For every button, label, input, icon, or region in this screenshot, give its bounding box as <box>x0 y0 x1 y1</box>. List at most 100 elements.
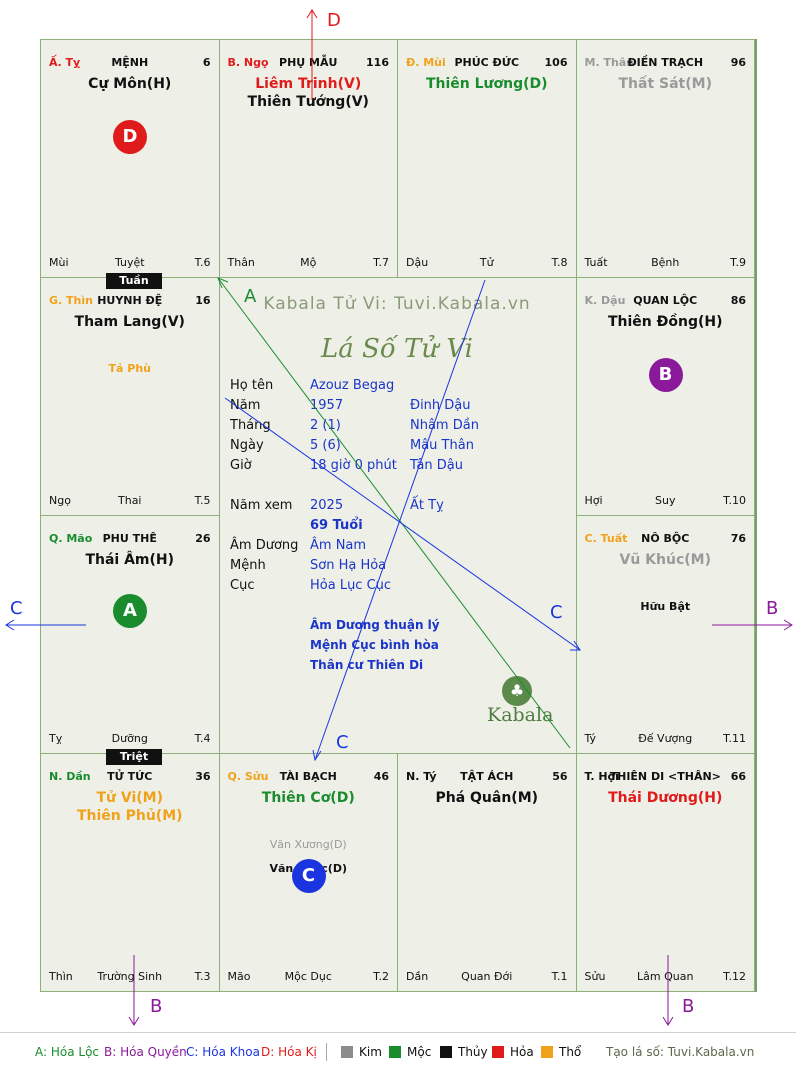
palace-cycle: T.11 <box>723 732 746 745</box>
palace-cycle: T.5 <box>194 494 211 507</box>
info-value-2: Mậu Thân <box>410 438 474 453</box>
legend-hoa-ki: D: Hóa Kị <box>261 1045 317 1059</box>
info-value: 18 giờ 0 phút <box>310 458 397 473</box>
palace-branch: Dậu <box>406 256 429 269</box>
info-key: Ngày <box>230 438 264 453</box>
palace-cycle: T.2 <box>373 970 389 983</box>
palace-stage: Dưỡng <box>111 732 148 745</box>
palace-branch: Tuất <box>584 256 608 269</box>
chart-logo: Lá Số Tử Vi <box>320 334 473 364</box>
kim-swatch <box>341 1046 353 1058</box>
palace-branch: Tỵ <box>49 732 63 745</box>
palace-number: 86 <box>730 294 746 307</box>
palace-can: Ấ. Tỵ <box>49 56 81 69</box>
legend-kim: Kim <box>359 1045 382 1059</box>
palace-cycle: T.4 <box>194 732 211 745</box>
major-star: Thái Âm(H) <box>85 552 175 568</box>
palace-can: N. Dần <box>49 770 91 783</box>
info-key: Tháng <box>230 418 271 433</box>
palace-can: T. Hợi <box>584 770 619 783</box>
palace-number: 56 <box>552 770 568 783</box>
palace-stage: Tử <box>479 256 494 269</box>
palace-can: Q. Mão <box>49 532 93 545</box>
palace-stage: Đế Vượng <box>638 732 693 745</box>
major-star: Vũ Khúc(M) <box>619 552 712 568</box>
info-key: Mệnh <box>230 558 266 573</box>
arrowhead-c-right <box>570 640 581 651</box>
arrowhead-a <box>217 277 229 289</box>
minor-star: Hữu Bật <box>640 600 691 613</box>
info-value-2: Ất Tỵ <box>410 498 444 513</box>
palace-branch: Mão <box>227 970 251 983</box>
summary-note: Thân cư Thiên Di <box>310 658 424 672</box>
top-arrow-label: D <box>327 10 341 31</box>
summary-note: Mệnh Cục bình hòa <box>310 638 439 652</box>
info-value-2: Tân Dậu <box>410 458 463 473</box>
palace-cycle: T.6 <box>194 256 211 269</box>
legend-moc: Mộc <box>407 1045 432 1059</box>
info-value: Azouz Begag <box>310 378 395 393</box>
palace-number: 46 <box>373 770 389 783</box>
palace-cycle: T.8 <box>551 256 568 269</box>
palace-name: HUYNH ĐỆ <box>97 294 163 307</box>
palace-name: TẬT ÁCH <box>460 770 514 783</box>
palace-name: TÀI BẠCH <box>279 770 337 783</box>
palace-can: C. Tuất <box>584 532 628 545</box>
palace-can: N. Tý <box>406 770 437 783</box>
palace-branch: Mùi <box>49 256 69 269</box>
triet-tag: Triệt <box>106 749 162 765</box>
line-c-right <box>224 397 581 651</box>
info-key: Họ tên <box>230 378 274 393</box>
info-value: 5 (6) <box>310 438 341 453</box>
info-key: Năm xem <box>230 498 293 513</box>
palace-stage: Bệnh <box>651 256 680 269</box>
marker-c: C <box>291 859 326 893</box>
palace-can: M. Thân <box>584 56 635 69</box>
line-c-right-label: C <box>550 602 563 623</box>
palace-number: 76 <box>730 532 746 545</box>
info-value: Sơn Hạ Hỏa <box>310 558 387 573</box>
info-value: 2 (1) <box>310 418 341 433</box>
legend-hoa: Hỏa <box>510 1045 534 1059</box>
palace-can: G. Thìn <box>49 294 93 307</box>
marker-a: A <box>113 594 147 628</box>
palace-number: 36 <box>195 770 211 783</box>
info-value: Hỏa Lục Cục <box>310 578 392 593</box>
palace-branch: Dần <box>406 970 429 983</box>
palace-name: THIÊN DI <THÂN> <box>609 770 721 783</box>
palace-number: 66 <box>730 770 746 783</box>
palace-can: Đ. Mùi <box>406 56 446 69</box>
palace-stage: Tuyệt <box>114 256 145 269</box>
legend-hoa-khoa: C: Hóa Khoa <box>186 1045 260 1059</box>
legend-hoa-quyen: B: Hóa Quyền <box>104 1045 187 1059</box>
palace-number: 26 <box>195 532 211 545</box>
palace-branch: Sửu <box>584 970 606 983</box>
right-arrow-label: B <box>766 598 779 619</box>
tree-icon: ♣ <box>502 676 532 706</box>
legend-thuy: Thủy <box>458 1045 488 1059</box>
site-link[interactable]: Tạo lá số: Tuvi.Kabala.vn <box>606 1045 755 1059</box>
major-star: Thiên Lương(D) <box>425 76 548 92</box>
info-key: Giờ <box>230 458 252 473</box>
major-star: Thiên Đồng(H) <box>607 314 723 330</box>
major-star: Thiên Phủ(M) <box>76 808 183 824</box>
palace-number: 106 <box>544 56 568 69</box>
info-value: 69 Tuổi <box>310 518 363 533</box>
minor-star: Văn Xương(D) <box>269 838 347 851</box>
palace-stage: Suy <box>655 494 676 507</box>
watermark-text: Kabala Tử Vi: Tuvi.Kabala.vn <box>263 294 531 314</box>
marker-d: D <box>113 120 147 154</box>
bottom-left-arrow-label: B <box>150 996 163 1017</box>
palace-cycle: T.12 <box>723 970 746 983</box>
hoa-swatch <box>492 1046 504 1058</box>
info-key: Âm Dương <box>230 538 299 553</box>
